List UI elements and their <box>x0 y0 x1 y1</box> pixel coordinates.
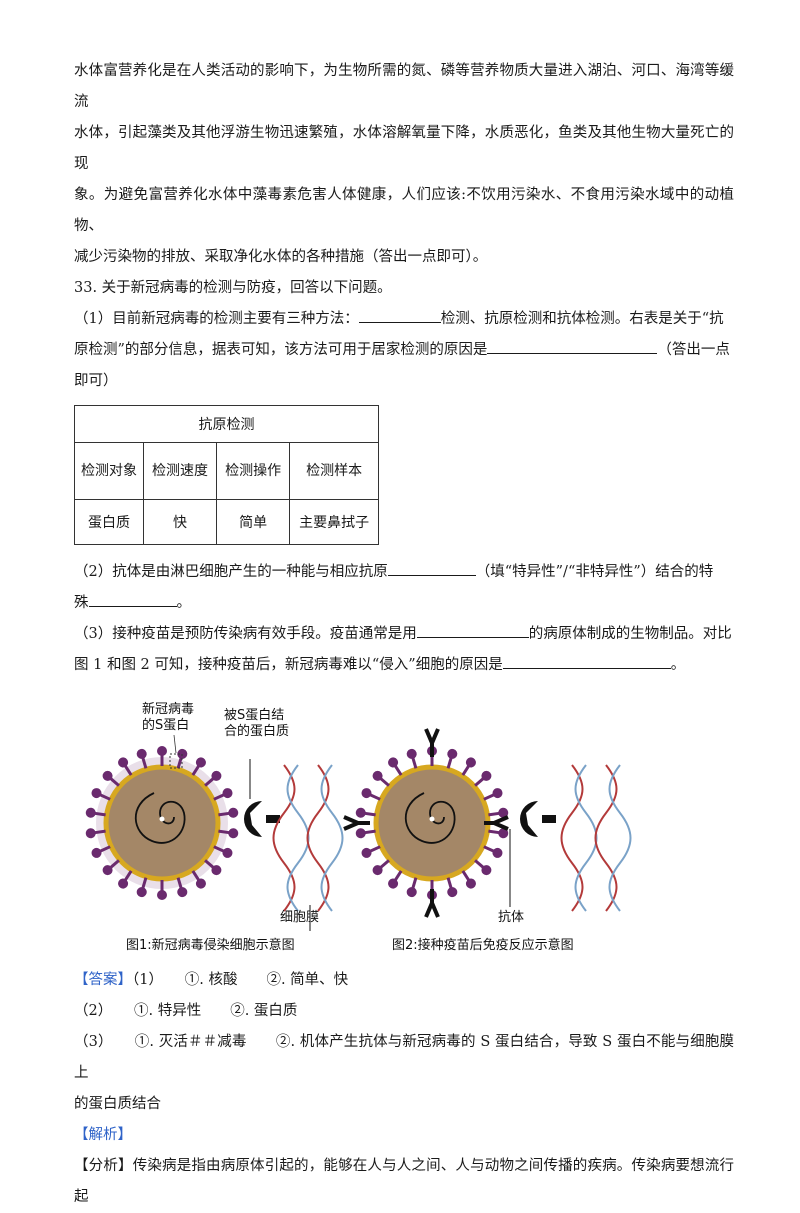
virus-figure: 新冠病毒 的S蛋白 被S蛋白结 合的蛋白质 细胞膜 <box>74 695 734 957</box>
q1-text-b: 检测、抗原检测和抗体检测。右表是关于“抗 <box>440 311 724 327</box>
q1-text-d: （答出一点 <box>657 342 730 358</box>
label-receptor-line1: 被S蛋白结 <box>224 707 284 723</box>
answer-line-4: 的蛋白质结合 <box>74 1096 161 1112</box>
q3-text-d: 。 <box>670 657 686 673</box>
caption-figure-2: 图2:接种疫苗后免疫反应示意图 <box>392 937 574 953</box>
table-header-cell: 检测操作 <box>216 442 291 500</box>
question-2-line-2: 殊。 <box>74 588 734 619</box>
virus-diagram: 新冠病毒 的S蛋白 被S蛋白结 合的蛋白质 细胞膜 <box>83 701 632 953</box>
table-cell: 蛋白质 <box>74 499 144 545</box>
answer-1: （1） ①. 核酸 ②. 简单、快 <box>132 972 349 988</box>
intro-line-2: 水体，引起藻类及其他浮游生物迅速繁殖，水体溶解氧量下降，水质恶化，鱼类及其他生物… <box>74 125 734 172</box>
fenxi-text: 传染病是指由病原体引起的，能够在人与人之间、人与动物之间传播的疾病。传染病要想流… <box>74 1158 735 1205</box>
receptor-protein-1 <box>244 801 280 837</box>
analysis-tag: 【解析】 <box>74 1127 132 1143</box>
caption-figure-1: 图1:新冠病毒侵染细胞示意图 <box>126 937 295 953</box>
table-cell: 简单 <box>216 499 291 545</box>
question-3-line-1: （3）接种疫苗是预防传染病有效手段。疫苗通常是用 的病原体制成的生物制品。对比 <box>74 619 734 650</box>
virus-1 <box>83 744 241 902</box>
spike-protein <box>353 824 378 841</box>
q1-blank-1 <box>358 308 441 323</box>
label-receptor-line2: 合的蛋白质 <box>224 723 289 739</box>
q3-text-c: 图 1 和图 2 可知，接种疫苗后，新冠病毒难以“侵入”细胞的原因是 <box>74 657 503 673</box>
answer-tag: 【答案】 <box>74 972 132 988</box>
table-title: 抗原检测 <box>74 405 379 443</box>
cell-membrane-1 <box>272 764 344 912</box>
table-header-cell: 检测样本 <box>289 442 379 500</box>
q2-text-a: （2）抗体是由淋巴细胞产生的一种能与相应抗原 <box>74 564 388 580</box>
question-2-line-1: （2）抗体是由淋巴细胞产生的一种能与相应抗原 （填“特异性”/“非特异性”）结合的… <box>74 557 734 588</box>
question-1-line-2: 原检测”的部分信息，据表可知，该方法可用于居家检测的原因是 （答出一点 <box>74 335 734 366</box>
antibody-group <box>343 728 509 918</box>
fenxi-tag: 【分析】 <box>74 1158 133 1174</box>
label-spike-line1: 新冠病毒 <box>142 701 194 717</box>
analysis-line-1: 【分析】传染病是指由病原体引起的，能够在人与人之间、人与动物之间传播的疾病。传染… <box>74 1151 734 1213</box>
q1-blank-2 <box>487 339 658 354</box>
cell-membrane-2 <box>560 764 632 912</box>
table-header-cell: 检测对象 <box>74 442 144 500</box>
label-antibody: 抗体 <box>498 910 524 925</box>
spike-protein <box>353 805 378 822</box>
answer-line-1: 【答案】（1） ①. 核酸 ②. 简单、快 <box>74 965 734 996</box>
answer-line-2: （2） ①. 特异性 ②. 蛋白质 <box>74 1003 298 1019</box>
q3-text-b: 的病原体制成的生物制品。对比 <box>528 626 732 642</box>
q2-text-b: （填“特异性”/“非特异性”）结合的特 <box>475 564 714 580</box>
q2-blank-2 <box>88 592 177 607</box>
q1-text-c: 原检测”的部分信息，据表可知，该方法可用于居家检测的原因是 <box>74 342 488 358</box>
table-cell: 主要鼻拭子 <box>289 499 379 545</box>
q3-blank-1 <box>416 623 529 638</box>
table-header-cell: 检测速度 <box>142 442 218 500</box>
table-cell: 快 <box>142 499 218 545</box>
antigen-test-table: 抗原检测 检测对象 检测速度 检测操作 检测样本 蛋白质 快 简单 主要鼻拭子 <box>74 405 379 545</box>
spike-highlight-box <box>169 753 183 769</box>
q1-text-a: （1）目前新冠病毒的检测主要有三种方法： <box>74 311 359 327</box>
q2-text-d: 。 <box>176 595 192 611</box>
question-title: 33. 关于新冠病毒的检测与防疫，回答以下问题。 <box>74 280 392 296</box>
intro-line-1: 水体富营养化是在人类活动的影响下，为生物所需的氮、磷等营养物质大量进入湖泊、河口… <box>74 63 734 110</box>
q3-text-a: （3）接种疫苗是预防传染病有效手段。疫苗通常是用 <box>74 626 417 642</box>
receptor-protein-2 <box>520 801 556 837</box>
q2-text-c: 殊 <box>74 595 89 611</box>
label-spike-line2: 的S蛋白 <box>142 717 189 733</box>
intro-line-4: 减少污染物的排放、采取净化水体的各种措施（答出一点即可）。 <box>74 249 488 265</box>
answer-line-3: （3） ①. 灭活＃＃减毒 ②. 机体产生抗体与新冠病毒的 S 蛋白结合，导致 … <box>74 1034 734 1081</box>
question-1-line-1: （1）目前新冠病毒的检测主要有三种方法： 检测、抗原检测和抗体检测。右表是关于“抗 <box>74 304 734 335</box>
label-membrane: 细胞膜 <box>280 910 319 925</box>
q2-blank-1 <box>387 561 476 576</box>
intro-line-3: 象。为避免富营养化水体中藻毒素危害人体健康，人们应该:不饮用污染水、不食用污染水… <box>74 187 734 234</box>
q3-blank-2 <box>502 654 671 669</box>
question-1-line-3: 即可） <box>74 373 118 389</box>
question-3-line-2: 图 1 和图 2 可知，接种疫苗后，新冠病毒难以“侵入”细胞的原因是 。 <box>74 650 734 681</box>
document-page: 水体富营养化是在人类活动的影响下，为生物所需的氮、磷等营养物质大量进入湖泊、河口… <box>74 56 734 1213</box>
